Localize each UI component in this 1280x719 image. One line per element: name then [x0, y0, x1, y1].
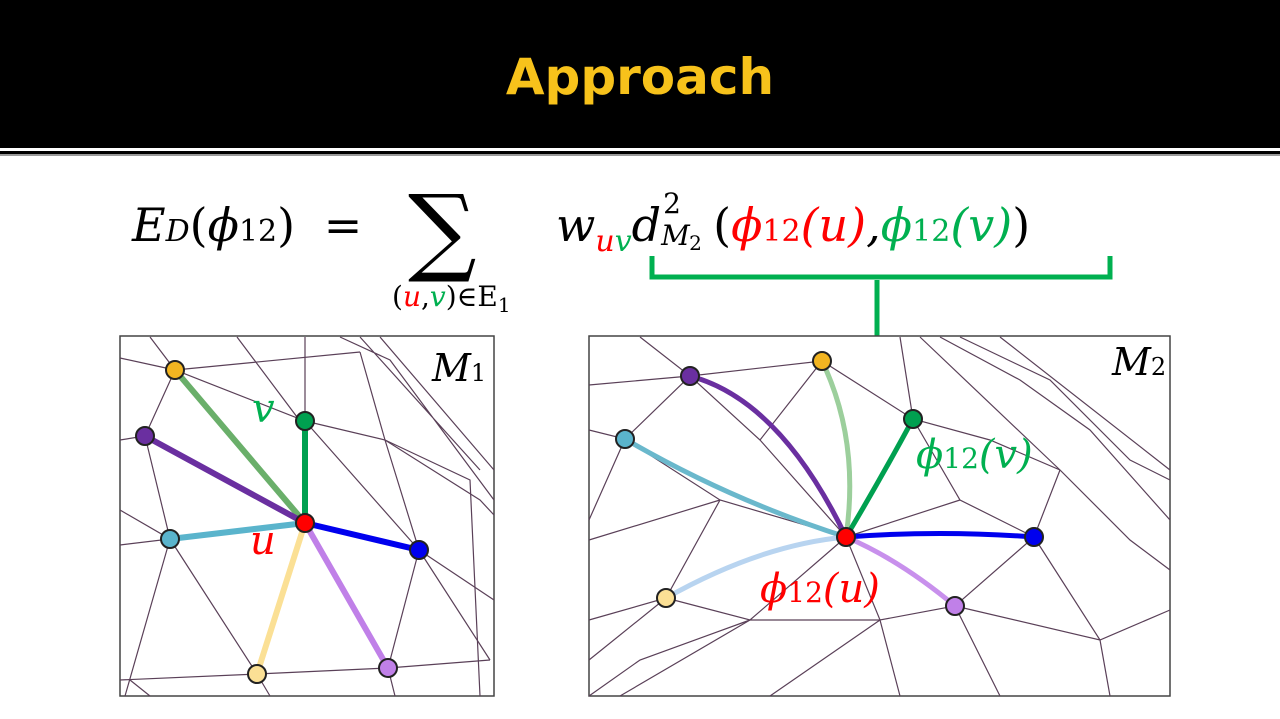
label-u: u	[250, 518, 276, 564]
label-phi-u: ϕ12(u)	[760, 566, 880, 612]
sum-index-set: )∈E	[445, 280, 498, 313]
eq-phi-v-sub: 12	[912, 214, 951, 249]
eq-v-arg: (v)	[950, 198, 1013, 252]
equation-lhs: ED(ϕ12) =	[132, 198, 362, 252]
sum-index-paren: (	[392, 280, 403, 313]
label-m1-text: M	[432, 346, 471, 390]
label-m2-text: M	[1112, 340, 1151, 384]
eq-E: E	[132, 198, 166, 252]
sum-index: (u,v)∈E1	[392, 280, 511, 317]
eq-w: w	[556, 198, 596, 252]
eq-equals: =	[323, 198, 363, 252]
eq-phi-sub: 12	[238, 214, 278, 249]
eq-w-sub-v: v	[614, 224, 632, 259]
eq-paren: )	[277, 198, 296, 252]
sum-index-comma: ,	[420, 280, 430, 313]
eq-paren: (	[713, 198, 732, 252]
label-phi-v: ϕ12(v)	[916, 432, 1033, 478]
eq-d-sup: 2	[663, 187, 681, 220]
eq-d-sub-sub: 2	[689, 231, 702, 255]
sum-symbol: ∑	[408, 174, 477, 286]
label-phi-u-sub: 12	[787, 576, 823, 609]
eq-phi: ϕ	[207, 198, 239, 252]
paths-m2	[622, 358, 1037, 609]
label-m1-sub: 1	[470, 359, 487, 387]
vertices-m2	[615, 351, 1044, 616]
eq-phi-u-sub: 12	[762, 214, 801, 249]
header-divider	[0, 151, 1280, 154]
eq-E-sub: D	[165, 214, 190, 249]
slide-header	[0, 0, 1280, 148]
label-v: v	[252, 386, 275, 432]
sum-index-u: u	[402, 280, 421, 313]
eq-d: d	[631, 198, 662, 252]
label-m2: M2	[1112, 340, 1166, 384]
label-phi-u-phi: ϕ	[760, 566, 788, 612]
sum-index-sub: 1	[497, 293, 511, 317]
label-m2-sub: 2	[1150, 353, 1167, 381]
edges-m1	[142, 367, 422, 677]
panel-m1	[119, 335, 495, 697]
eq-phi-v: ϕ	[880, 198, 913, 252]
vertices-m1	[135, 360, 429, 684]
eq-u-arg: (u)	[800, 198, 867, 252]
label-phi-u-arg: (u)	[822, 566, 880, 612]
label-phi-v-phi: ϕ	[916, 432, 944, 478]
mesh-m2	[588, 336, 1171, 697]
eq-d-sub: M	[661, 219, 690, 252]
sum-index-v: v	[429, 280, 446, 313]
eq-phi-u: ϕ	[731, 198, 763, 252]
eq-comma: ,	[866, 198, 881, 252]
label-phi-v-arg: (v)	[978, 432, 1033, 478]
eq-paren: (	[189, 198, 208, 252]
eq-paren: )	[1012, 198, 1031, 252]
header-divider-shadow	[0, 154, 1280, 156]
eq-w-sub-u: u	[595, 224, 615, 259]
label-m1: M1	[432, 346, 486, 390]
brace	[649, 256, 1113, 280]
panel-m2	[588, 335, 1171, 697]
label-phi-v-sub: 12	[943, 442, 979, 475]
slide-title: Approach	[505, 48, 775, 106]
